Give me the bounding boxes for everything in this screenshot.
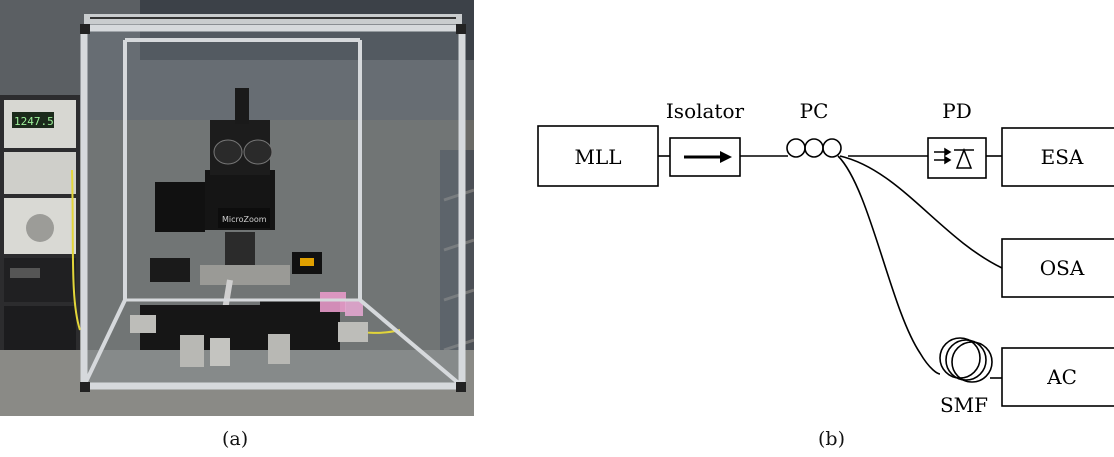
pd-box xyxy=(927,137,987,179)
isolator-label: Isolator xyxy=(666,99,745,123)
smf-coil xyxy=(939,337,993,383)
photodiode-icon xyxy=(934,147,974,169)
ac-label: AC xyxy=(1046,365,1077,389)
microscope: MicroZoom xyxy=(155,88,290,311)
pd-label: PD xyxy=(942,99,972,123)
setup-schematic: MLL Isolator PC PD ESA OSA AC SMF xyxy=(537,99,1114,417)
enclosure-frame xyxy=(80,24,466,390)
pc-label: PC xyxy=(800,99,829,123)
isolator-box xyxy=(669,137,741,177)
osa-label: OSA xyxy=(1040,256,1085,280)
panel-a-label: (a) xyxy=(222,428,249,450)
setup-photograph: 1247.5 MicroZoom xyxy=(0,0,474,416)
smf-label: SMF xyxy=(940,393,988,417)
ac-box xyxy=(1001,347,1114,407)
link-pc-osa xyxy=(839,155,1003,269)
esa-box xyxy=(1001,127,1114,187)
esa-label: ESA xyxy=(1041,145,1084,169)
microscope-badge: MicroZoom xyxy=(222,215,267,224)
pc-fiber-loops xyxy=(786,138,842,158)
isolator-arrow-icon xyxy=(684,151,732,163)
instrument-display: 1247.5 xyxy=(14,115,54,128)
mll-label: MLL xyxy=(574,145,621,169)
link-pc-smf xyxy=(837,155,941,375)
panel-b-label: (b) xyxy=(818,428,845,450)
